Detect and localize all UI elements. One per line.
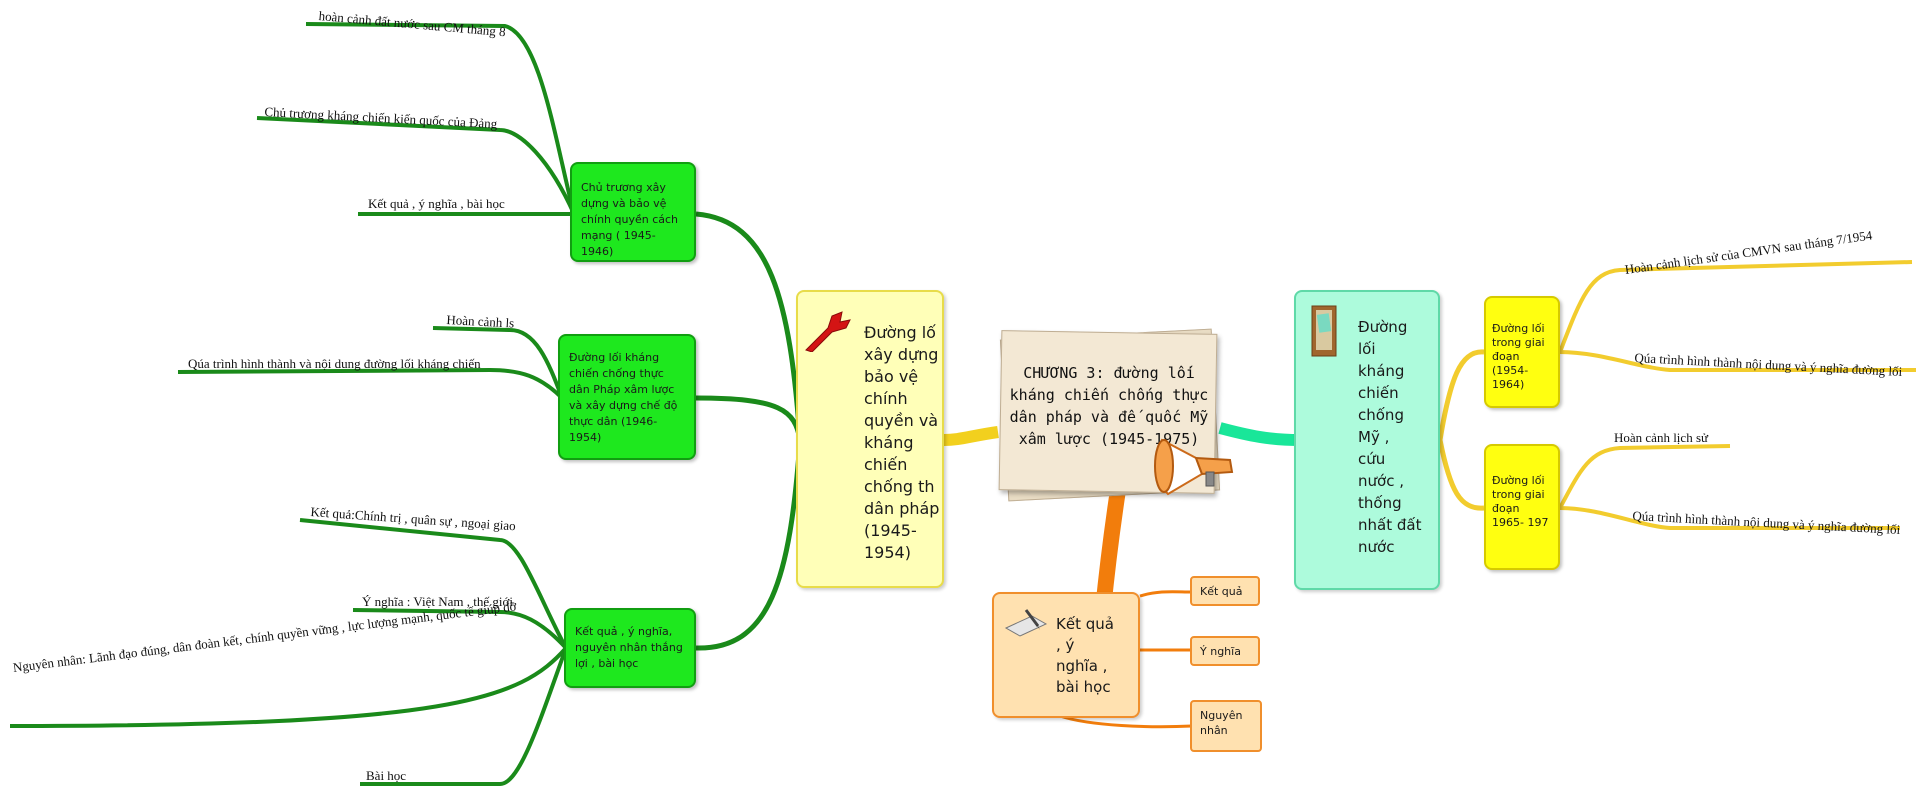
subtopic-line: và xây dựng chế độ [569, 399, 678, 412]
main-topic-line: Kết quả [1056, 615, 1114, 633]
subtopic-line: dân Pháp xâm lược [569, 383, 675, 396]
subtopic-line: thực dân (1946- [569, 415, 658, 428]
connectors-right-leaves [1558, 260, 1916, 530]
connector-central-left [943, 426, 999, 446]
main-topic-line: chiến [1358, 384, 1399, 402]
subtopic-ket-qua[interactable]: Kết quả [1190, 576, 1260, 606]
subtopic-line: Đường lối [1492, 322, 1545, 335]
subtopic-line: mạng ( 1945-1946) [581, 229, 656, 258]
main-topic-line: Đường lố [864, 323, 936, 342]
leaf-bai-hoc[interactable]: Bài học [366, 768, 407, 783]
subtopic-ket-qua-nguyen-nhan[interactable]: Kết quả , ý nghĩa, nguyên nhân thắng lợi… [564, 608, 696, 688]
main-topic-line: nhất đất [1358, 516, 1422, 534]
pen-paper-icon [1004, 609, 1048, 637]
subtopic-line: trong giai [1492, 336, 1545, 349]
subtopic-duong-loi-chong-phap[interactable]: Đường lối kháng chiến chống thực dân Phá… [558, 334, 696, 460]
subtopic-giai-doan-1965[interactable]: Đường lối trong giai đoạn 1965- 197 [1484, 444, 1560, 570]
subtopic-line: (1954- [1492, 364, 1529, 377]
main-topic-line: quyền và [864, 411, 939, 430]
connector-central-right [1218, 422, 1301, 446]
main-topic-line: dân pháp [864, 499, 940, 518]
notice-board-icon [1311, 305, 1337, 357]
main-topic-line: thống [1358, 494, 1402, 512]
main-topic-line: chống th [864, 477, 935, 496]
main-topic-line: kháng [864, 433, 914, 452]
main-topic-ket-qua[interactable]: Kết quả , ý nghĩa , bài học [992, 592, 1140, 718]
leaf-y-nghia-viet-nam[interactable]: Ý nghĩa : Việt Nam , thế giới [362, 594, 513, 609]
connectors-left-group1 [256, 22, 576, 217]
subtopic-line: Đường lối [1492, 474, 1545, 487]
subtopic-line: dựng và bảo vệ [581, 197, 667, 210]
subtopic-line: 1954) [569, 431, 602, 444]
subtopic-line: đoạn [1492, 350, 1520, 363]
subtopic-y-nghia[interactable]: Ý nghĩa [1190, 636, 1260, 666]
main-topic-line: nước , [1358, 472, 1404, 490]
main-topic-line: nghĩa , [1056, 657, 1108, 675]
connectors-right-subtopics [1437, 349, 1485, 511]
connectors-left-subtopics [695, 211, 803, 651]
subtopic-line: nguyên nhân thắng [575, 641, 683, 654]
main-topic-line: (1945- [864, 521, 917, 540]
subtopic-line: đoạn [1492, 502, 1520, 515]
main-topic-line: chống [1358, 406, 1404, 424]
subtopic-giai-doan-1954-1964[interactable]: Đường lối trong giai đoạn (1954- 1964) [1484, 296, 1560, 408]
subtopic-line: lợi , bài học [575, 657, 639, 670]
subtopic-line: chính quyền cách [581, 213, 679, 226]
main-topic-line: kháng [1358, 362, 1405, 380]
main-topic-line: , ý [1056, 636, 1075, 654]
main-topic-line: nước [1358, 538, 1395, 556]
subtopic-line: Chủ trương xây [581, 181, 666, 194]
subtopic-line: Kết quả , ý nghĩa, [575, 625, 673, 638]
leaf-ket-qua-y-nghia-bai-hoc[interactable]: Kết quả , ý nghĩa , bài học [368, 196, 505, 211]
leaf-qua-trinh-hinh-thanh-khang-chien[interactable]: Qúa trình hình thành và nội dung đường l… [188, 356, 481, 371]
connectors-bottom-subtopics [1059, 590, 1193, 729]
main-topic-line: chính [864, 389, 908, 408]
leaf-hoan-canh-lich-su[interactable]: Hoàn cảnh lịch sử [1614, 430, 1709, 445]
subtopic-nguyen-nhan[interactable]: Nguyên nhân [1190, 700, 1262, 752]
subtopic-line: chiến chống thực [569, 367, 664, 380]
main-topic-chong-my[interactable]: Đường lối kháng chiến chống Mỹ , cứu nướ… [1294, 290, 1440, 590]
main-topic-chong-phap[interactable]: Đường lố xây dựng bảo vệ chính quyền và … [796, 290, 944, 588]
main-topic-line: bảo vệ [864, 367, 919, 386]
main-topic-line: xây dựng [864, 345, 939, 364]
subtopic-line: trong giai [1492, 488, 1545, 501]
central-topic-title: CHƯƠNG 3: đường lối kháng chiến chống th… [1009, 364, 1209, 448]
main-topic-line: chiến [864, 455, 908, 474]
red-arrow-sign-icon [805, 311, 851, 352]
subtopic-line: 1965- 197 [1492, 516, 1549, 529]
main-topic-line: Đường [1358, 318, 1408, 336]
main-topic-line: cứu [1358, 450, 1386, 468]
main-topic-line: bài học [1056, 678, 1111, 696]
main-topic-line: 1954) [864, 543, 911, 562]
connectors-left-group2 [177, 326, 564, 400]
subtopic-line: Đường lối kháng [569, 351, 660, 364]
connectors-left-group3 [9, 518, 568, 786]
main-topic-line: Mỹ , [1358, 428, 1390, 446]
megaphone-icon [1154, 438, 1234, 496]
subtopic-chu-truong-xay-dung[interactable]: Chủ trương xây dựng và bảo vệ chính quyề… [570, 162, 696, 262]
main-topic-line: lối [1358, 340, 1376, 358]
central-topic[interactable]: CHƯƠNG 3: đường lối kháng chiến chống th… [998, 328, 1234, 502]
subtopic-line: 1964) [1492, 378, 1525, 391]
